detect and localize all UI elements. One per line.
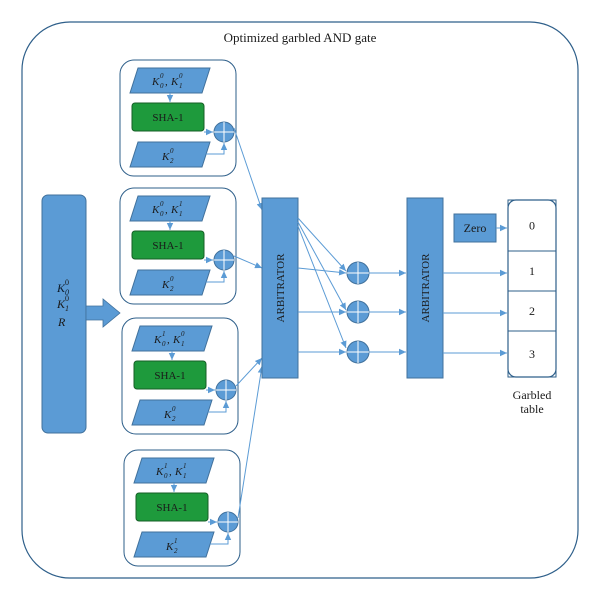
arb1-to-xor-lines	[297, 217, 347, 356]
key-pair-text: K00,K10	[151, 72, 183, 90]
key-c-text: K20	[161, 147, 174, 165]
key-pair-shape	[129, 195, 211, 222]
input-key-line1-sup: 0	[65, 278, 69, 287]
sha1-box	[131, 102, 205, 132]
arbitrator-1	[261, 197, 299, 379]
key-c-text: K20	[161, 275, 174, 293]
key-c-shape	[133, 531, 215, 558]
arb2-to-table-lines	[443, 224, 507, 357]
input-key-line1: K0	[56, 281, 69, 297]
arbitrator-2-label: ARBITRATOR	[420, 253, 432, 323]
sha1-label: SHA-1	[152, 240, 183, 252]
xor-to-arb2-lines	[369, 269, 406, 356]
sha1-box	[133, 360, 207, 390]
arbitrator-1-label: ARBITRATOR	[275, 253, 287, 323]
sha1-box	[135, 492, 209, 522]
table-row-label: 2	[529, 304, 535, 318]
diagram-title: Optimized garbled AND gate	[224, 30, 377, 45]
sha-modules: K00,K10SHA-1K20K00,K11SHA-1K20K01,K10SHA…	[119, 59, 265, 567]
key-c-text: K20	[163, 405, 176, 423]
input-arrow	[85, 298, 121, 328]
garbled-table: 0 1 2 3	[507, 199, 557, 378]
module-to-arbitrator-line	[233, 127, 263, 211]
arbitrator-2	[406, 197, 444, 379]
table-caption-2: table	[520, 402, 543, 416]
outer-frame	[21, 21, 579, 579]
module-to-arbitrator-line	[237, 365, 265, 519]
xor-gate-0	[346, 261, 370, 285]
key-c-text: K21	[165, 537, 178, 555]
key-pair-text: K00,K11	[151, 200, 183, 218]
input-key-line2-sup: 0	[65, 294, 69, 303]
xor-gate-2	[346, 340, 370, 364]
key-c-shape	[129, 269, 211, 296]
module-to-arbitrator-line	[235, 357, 263, 387]
sha1-label: SHA-1	[156, 502, 187, 514]
input-key-block	[41, 194, 87, 434]
zero-label: Zero	[464, 221, 487, 235]
table-caption-1: Garbled	[513, 388, 552, 402]
table-row-label: 1	[529, 264, 535, 278]
input-key-line3: R	[57, 315, 66, 329]
table-row-label: 3	[529, 347, 535, 361]
key-c-shape	[129, 141, 211, 168]
sha1-box	[131, 230, 205, 260]
xor-gate-1	[346, 300, 370, 324]
module-to-arbitrator-line	[233, 255, 263, 269]
zero-box	[453, 213, 497, 243]
sha1-label: SHA-1	[152, 112, 183, 124]
sha1-label: SHA-1	[154, 370, 185, 382]
key-c-shape	[131, 399, 213, 426]
input-key-line2: K1	[56, 297, 69, 313]
key-pair-shape	[133, 457, 215, 484]
table-row-label: 0	[529, 219, 535, 233]
key-pair-text: K01,K10	[153, 330, 185, 348]
key-pair-shape	[129, 67, 211, 94]
key-pair-text: K01,K11	[155, 462, 187, 480]
key-pair-shape	[131, 325, 213, 352]
